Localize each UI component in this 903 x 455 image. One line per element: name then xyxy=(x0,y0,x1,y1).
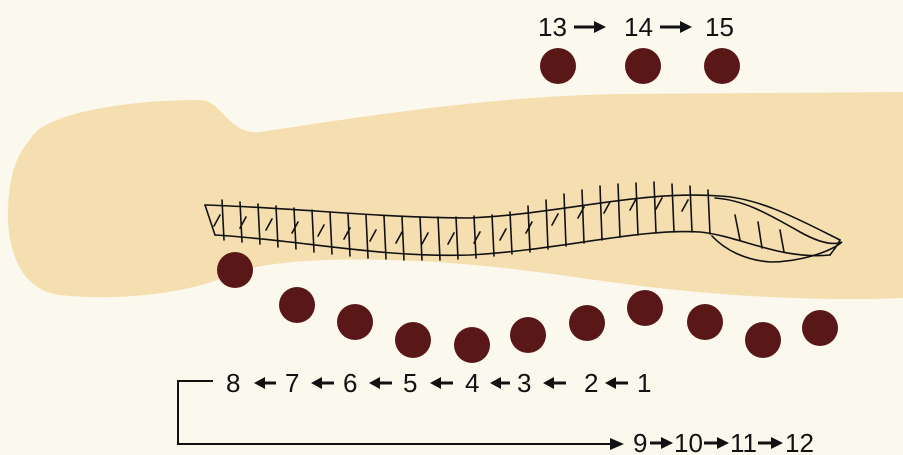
body-silhouette xyxy=(8,92,903,299)
point-14 xyxy=(625,48,661,84)
arrow-right-icon xyxy=(594,21,606,33)
arrow-left-icon xyxy=(543,377,554,389)
arrow-right-icon xyxy=(771,437,783,449)
label-3: 3 xyxy=(517,368,531,398)
point xyxy=(510,317,546,353)
label-2: 2 xyxy=(584,368,598,398)
label-8: 8 xyxy=(226,368,240,398)
point xyxy=(279,287,315,323)
label-4: 4 xyxy=(465,368,479,398)
arrow-left-icon xyxy=(490,377,501,389)
point xyxy=(395,322,431,358)
point-15 xyxy=(704,48,740,84)
label-6: 6 xyxy=(343,368,357,398)
arrow-right-icon xyxy=(610,438,624,450)
bottom-sequence: 8 7 6 5 4 3 2 1 xyxy=(226,368,651,398)
arrow-left-icon xyxy=(369,377,380,389)
arrow-left-icon xyxy=(605,377,616,389)
point xyxy=(745,322,781,358)
top-sequence: 13 14 15 xyxy=(538,12,734,42)
label-9: 9 xyxy=(633,428,647,455)
arrow-left-icon xyxy=(430,377,441,389)
arrow-right-icon xyxy=(661,437,673,449)
top-points xyxy=(540,48,740,84)
point xyxy=(217,252,253,288)
label-13: 13 xyxy=(538,12,567,42)
point xyxy=(627,290,663,326)
label-7: 7 xyxy=(285,368,299,398)
label-10: 10 xyxy=(674,428,703,455)
label-1: 1 xyxy=(637,368,651,398)
label-12: 12 xyxy=(785,428,814,455)
label-14: 14 xyxy=(624,12,653,42)
point xyxy=(687,304,723,340)
arrow-left-icon xyxy=(254,377,265,389)
point xyxy=(569,305,605,341)
label-15: 15 xyxy=(705,12,734,42)
point xyxy=(802,310,838,346)
connector-line xyxy=(178,381,612,444)
point xyxy=(454,327,490,363)
label-5: 5 xyxy=(403,368,417,398)
arrow-left-icon xyxy=(311,377,322,389)
label-11: 11 xyxy=(730,428,757,455)
lower-sequence: 9 10 11 12 xyxy=(633,428,814,455)
arrow-right-icon xyxy=(680,21,692,33)
point-13 xyxy=(540,48,576,84)
arrow-right-icon xyxy=(717,437,729,449)
point xyxy=(337,304,373,340)
